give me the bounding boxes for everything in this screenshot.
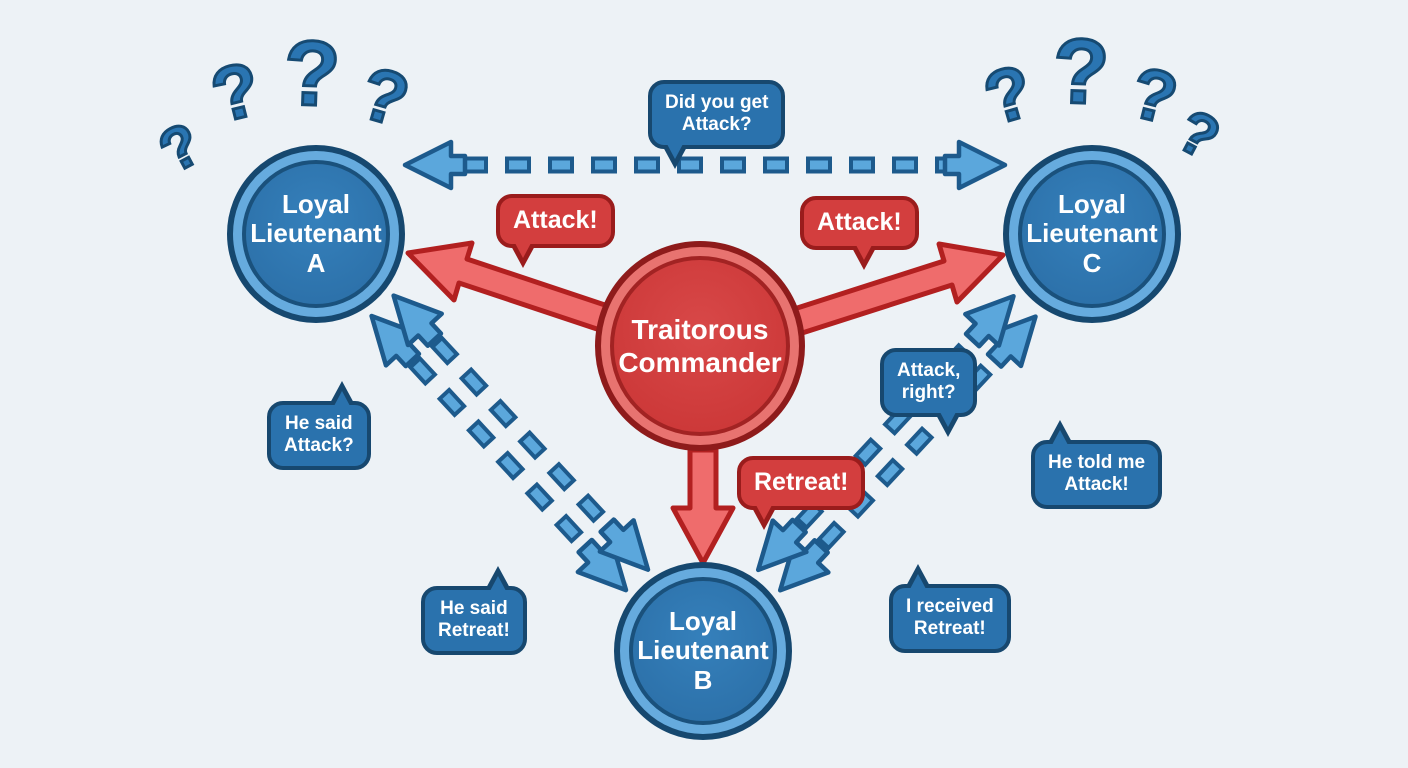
arrowhead-toward-a [405,142,465,188]
question-mark-icon: ? [281,21,344,128]
node-lieutenant-a: Loyal Lieutenant A [227,145,405,323]
speech-bubble-he-said-retreat: He said Retreat! [421,566,527,655]
speech-bubble-did-you-get-attack: Did you get Attack? [648,80,786,169]
node-label: Loyal Lieutenant B [629,577,777,725]
node-traitorous-commander: Traitorous Commander [595,241,805,451]
arrowhead-toward-c [945,142,1005,188]
speech-bubble-he-told-me-attack: He told me Attack! [1031,420,1163,509]
speech-bubble-retreat: Retreat! [737,456,866,529]
arrow-commander-to-b [670,447,736,566]
speech-bubble-attack-right-question: Attack, right? [880,348,978,437]
node-label: Traitorous Commander [610,256,790,436]
bubble-text: He said Attack? [284,413,354,457]
node-label: Loyal Lieutenant A [242,160,390,308]
bubble-text: Did you get Attack? [665,92,769,136]
node-lieutenant-c: Loyal Lieutenant C [1003,145,1181,323]
question-mark-icon: ? [1050,19,1113,126]
speech-bubble-attack-right: Attack! [800,196,919,269]
bubble-text: Attack! [817,208,902,236]
dashed-link-a-c [405,142,1005,188]
node-lieutenant-b: Loyal Lieutenant B [614,562,792,740]
bubble-text: He said Retreat! [438,598,510,642]
bubble-text: Attack! [513,206,598,234]
bubble-text: Retreat! [754,468,849,496]
bubble-text: He told me Attack! [1048,452,1146,496]
bubble-text: I received Retreat! [906,596,994,640]
speech-bubble-attack-left: Attack! [496,194,615,267]
speech-bubble-he-said-attack: He said Attack? [267,381,371,470]
speech-bubble-i-received-retreat: I received Retreat! [889,564,1011,653]
node-label: Loyal Lieutenant C [1018,160,1166,308]
bubble-text: Attack, right? [897,360,961,404]
